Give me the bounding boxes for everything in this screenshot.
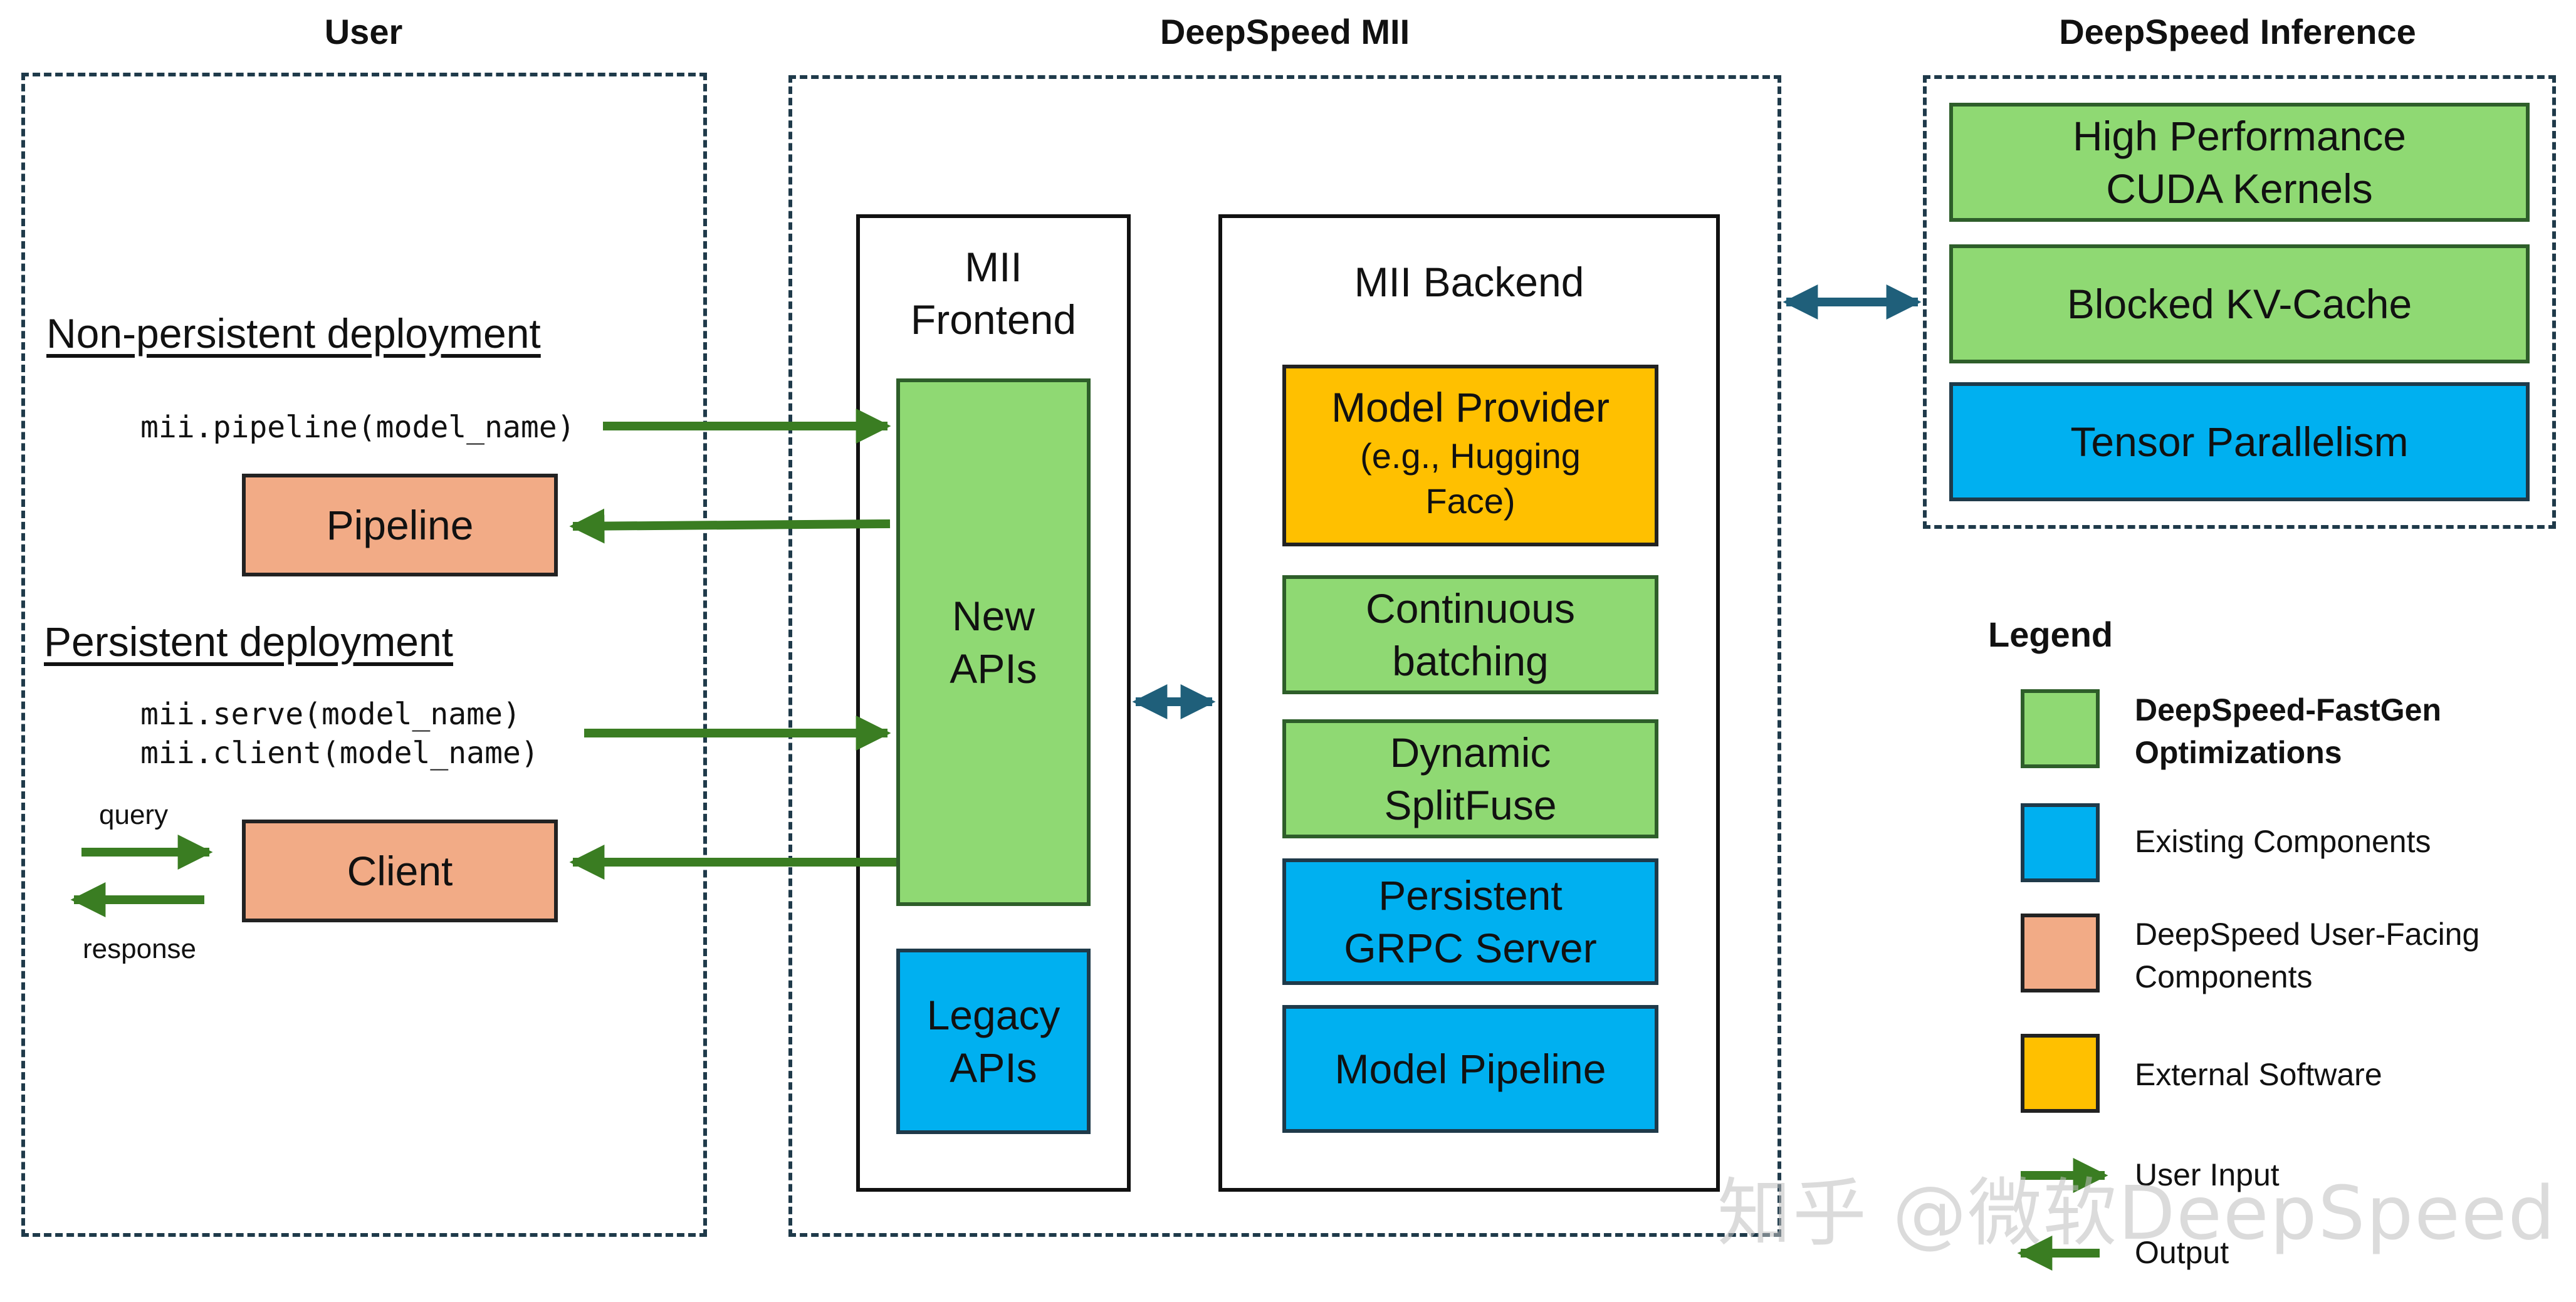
grpc-server-box: Persistent GRPC Server (1282, 858, 1658, 985)
legend-swatch-external (2021, 1034, 2100, 1113)
mii-section (788, 75, 1781, 1237)
response-label: response (83, 934, 197, 964)
inference-section (1923, 75, 2556, 529)
query-label: query (99, 799, 169, 830)
watermark: 知乎 @微软DeepSpeed (1717, 1170, 2557, 1256)
mii-section-title: DeepSpeed MII (1160, 12, 1410, 51)
client-call-code: mii.client(model_name) (140, 736, 539, 771)
tensor-parallelism-box: Tensor Parallelism (1949, 382, 2530, 501)
pipeline-call-code: mii.pipeline(model_name) (140, 410, 575, 445)
dynamic-splitfuse-box: Dynamic SplitFuse (1282, 719, 1658, 838)
new-apis-box: New APIs (896, 378, 1091, 906)
legend-label-output: Output (2135, 1235, 2229, 1270)
serve-call-code: mii.serve(model_name) (140, 697, 521, 732)
user-section-title: User (324, 12, 403, 51)
legend-label-existing: Existing Components (2135, 824, 2431, 859)
user-section (21, 73, 707, 1237)
mii-backend-title: MII Backend (1354, 258, 1584, 305)
legend-swatch-existing (2021, 803, 2100, 882)
legend-label-user-input: User Input (2135, 1157, 2280, 1192)
kv-cache-box: Blocked KV-Cache (1949, 244, 2530, 363)
legacy-apis-box: Legacy APIs (896, 949, 1091, 1134)
model-pipeline-box: Model Pipeline (1282, 1005, 1658, 1133)
legend-label-fastgen: DeepSpeed-FastGen Optimizations (2135, 692, 2442, 770)
persistent-heading: Persistent deployment (44, 618, 454, 665)
legend-label-external: External Software (2135, 1057, 2382, 1092)
inference-section-title: DeepSpeed Inference (2059, 12, 2416, 51)
non-persistent-heading: Non-persistent deployment (46, 310, 541, 357)
cuda-kernels-box: High Performance CUDA Kernels (1949, 103, 2530, 222)
model-provider-box: Model Provider (e.g., Hugging Face) (1282, 365, 1658, 546)
pipeline-box: Pipeline (242, 474, 558, 576)
client-box: Client (242, 820, 558, 922)
legend-title: Legend (1988, 615, 2113, 654)
legend-label-user-facing: DeepSpeed User-Facing Components (2135, 917, 2480, 994)
mii-frontend-title: MII Frontend (910, 243, 1077, 343)
model-provider-label: Model Provider (1331, 384, 1610, 430)
continuous-batching-box: Continuous batching (1282, 575, 1658, 694)
legend-swatch-user-facing (2021, 914, 2100, 992)
model-provider-sub: (e.g., Hugging Face) (1360, 436, 1581, 521)
legend-swatch-fastgen (2021, 689, 2100, 768)
